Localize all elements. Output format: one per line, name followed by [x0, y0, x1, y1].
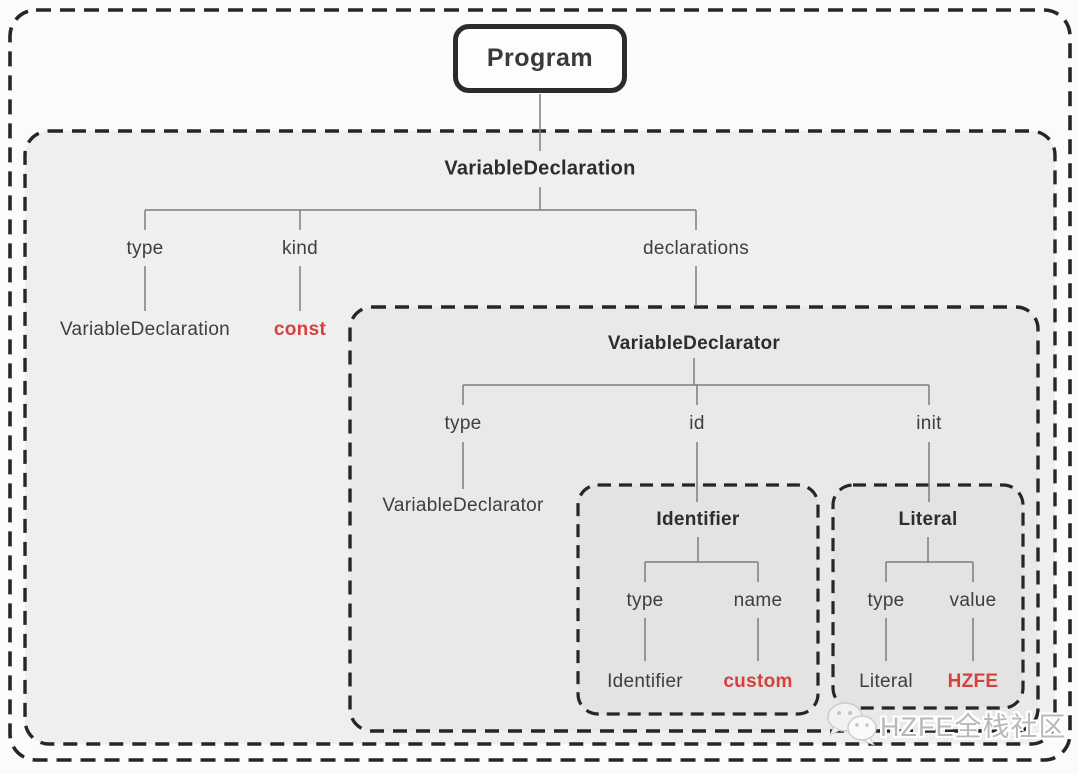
literal-field-value: value: [949, 590, 997, 611]
variable-declarator-title: VariableDeclarator: [607, 333, 781, 354]
identifier-field-type: type: [626, 590, 664, 611]
vd-field-declarations: declarations: [642, 238, 750, 259]
connector-lines: [144, 94, 974, 661]
outer-dashed-frame: [8, 8, 1072, 762]
literal-type-value: Literal: [859, 671, 913, 692]
literal-title: Literal: [898, 509, 958, 530]
literal-box: [831, 483, 1025, 710]
variable-declaration-title: VariableDeclaration: [444, 157, 636, 180]
wechat-logo-icon: [827, 702, 877, 746]
vdr-field-id: id: [689, 413, 705, 434]
vdr-field-type: type: [444, 413, 482, 434]
watermark-text: HZFE全栈社区: [880, 711, 1067, 742]
vd-kind-value: const: [273, 319, 327, 340]
identifier-title: Identifier: [656, 509, 740, 530]
identifier-field-name: name: [733, 590, 783, 611]
literal-field-type: type: [867, 590, 905, 611]
vd-field-type: type: [126, 238, 164, 259]
vd-field-kind: kind: [281, 238, 319, 259]
identifier-type-value: Identifier: [607, 671, 683, 692]
program-node: Program: [453, 24, 627, 93]
watermark: HZFE全栈社区: [824, 698, 1067, 750]
vd-type-value: VariableDeclaration: [59, 319, 231, 340]
literal-value-value: HZFE: [947, 671, 999, 692]
identifier-name-value: custom: [723, 671, 793, 692]
vdr-type-value: VariableDeclarator: [382, 495, 544, 516]
vdr-field-init: init: [916, 413, 942, 434]
